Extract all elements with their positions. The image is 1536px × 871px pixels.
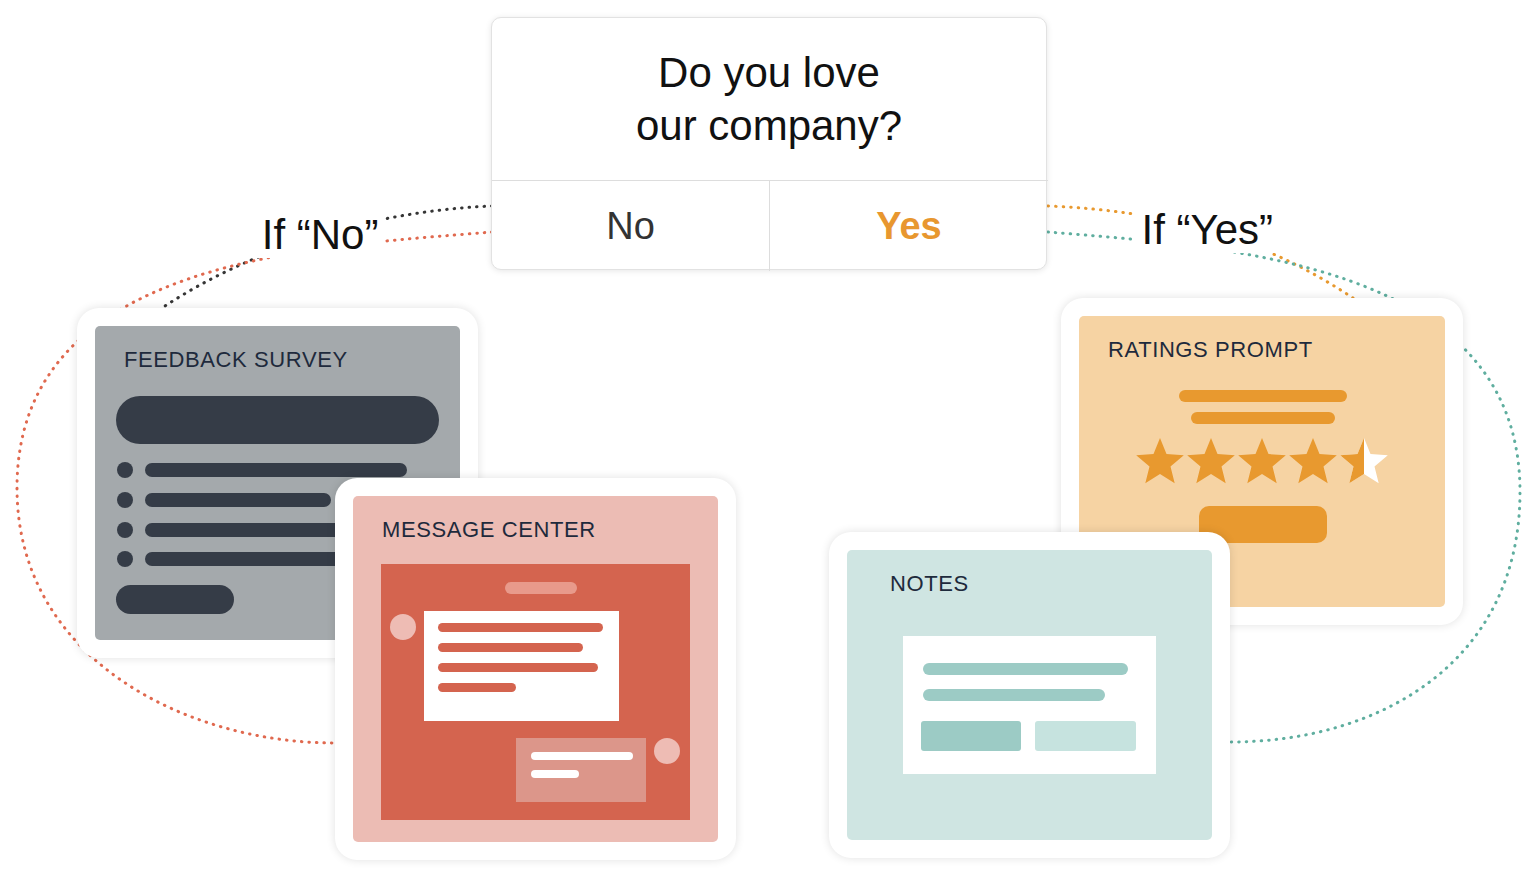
illustration-shape (1340, 438, 1388, 483)
answer-button: No (492, 180, 770, 271)
message-center-card: MESSAGE CENTER (335, 478, 736, 860)
illustration-shape (438, 623, 603, 632)
branch-label: If “No” (256, 212, 385, 258)
card-title: NOTES (890, 572, 969, 596)
dotted-connector (162, 206, 492, 308)
illustration-shape (145, 552, 345, 566)
illustration-shape (424, 611, 619, 721)
card-panel: MESSAGE CENTER (353, 496, 718, 842)
illustration-shape (903, 636, 1156, 774)
illustration-shape (145, 463, 407, 477)
illustration-shape (116, 396, 439, 444)
illustration-shape (1191, 412, 1335, 424)
illustration-shape (1238, 438, 1286, 483)
card-title: RATINGS PROMPT (1108, 338, 1313, 362)
card-title: FEEDBACK SURVEY (124, 348, 348, 372)
illustration-shape (117, 462, 133, 478)
illustration-shape (921, 721, 1021, 751)
illustration-shape (531, 770, 579, 778)
illustration-shape (1136, 438, 1184, 483)
question-text-area: Do you love our company? (492, 18, 1046, 180)
illustration-shape (923, 689, 1105, 701)
illustration-shape (438, 683, 516, 692)
illustration-shape (390, 614, 416, 640)
question-card: Do you love our company? No Yes (491, 17, 1047, 270)
illustration-shape (1187, 438, 1235, 483)
illustration-shape (438, 643, 583, 652)
illustration-shape (505, 582, 577, 594)
question-text: Do you love our company? (627, 46, 912, 153)
illustration-shape (531, 752, 633, 760)
card-panel: NOTES (847, 550, 1212, 840)
branch-label: If “Yes” (1136, 207, 1280, 253)
illustration-shape (438, 663, 598, 672)
dotted-connector (1048, 206, 1353, 298)
card-title: MESSAGE CENTER (382, 518, 596, 542)
illustration-shape (117, 551, 133, 567)
illustration-shape (117, 522, 133, 538)
illustration-shape (516, 738, 646, 802)
illustration-shape (923, 663, 1128, 675)
illustration-shape (654, 738, 680, 764)
illustration-shape (381, 564, 690, 820)
illustration-shape (1035, 721, 1136, 751)
answer-text: Yes (876, 205, 942, 248)
illustration-shape (116, 585, 234, 614)
illustration-shape (145, 493, 331, 507)
illustration-shape (1179, 390, 1347, 402)
card-illustration (353, 496, 718, 842)
notes-card: NOTES (829, 532, 1230, 858)
illustration-shape (117, 492, 133, 508)
answer-text: No (606, 205, 655, 248)
illustration-shape (1340, 438, 1364, 483)
answer-button: Yes (770, 180, 1048, 271)
illustration-shape (145, 523, 345, 537)
illustration-shape (1289, 438, 1337, 483)
